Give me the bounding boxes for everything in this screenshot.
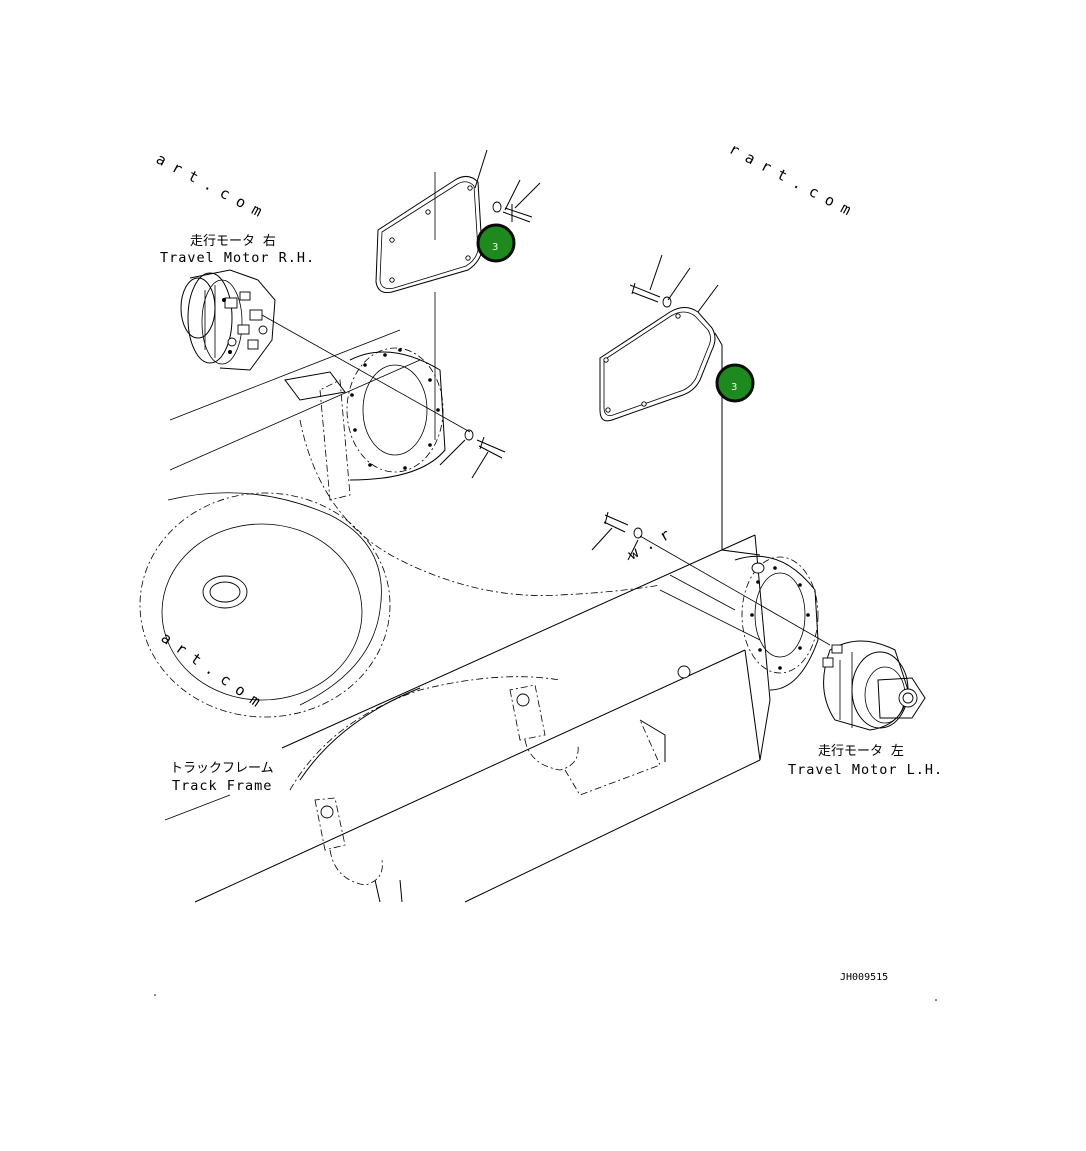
motor-lh-label-en: Travel Motor L.H. (788, 762, 943, 778)
drawing-code: JH009515 (840, 972, 888, 983)
track-frame-label-en: Track Frame (172, 778, 272, 794)
track-frame (139, 329, 819, 903)
callout-number: 3 (731, 382, 737, 393)
bolt-lh-lower (591, 511, 643, 561)
cover-plate-rh (375, 149, 488, 440)
bolt-lh-top (629, 254, 691, 308)
travel-motor-lh (822, 640, 926, 731)
watermark-frame: art.com (158, 629, 272, 716)
bolt-rh-lower (439, 429, 506, 479)
callout-3-top[interactable]: 3 (476, 223, 516, 263)
watermark-left: art.com (153, 150, 273, 225)
travel-motor-rh (180, 269, 276, 371)
track-frame-label-jp: トラックフレーム (170, 761, 274, 776)
motor-rh-label-en: Travel Motor R.H. (160, 250, 315, 266)
bolt-rh-top (492, 179, 541, 223)
motor-lh-label-jp: 走行モータ 左 (818, 744, 904, 759)
watermark-frame-lh: w.r (625, 521, 681, 564)
cover-plate-lh (599, 284, 761, 556)
motor-rh-label-jp: 走行モータ 右 (190, 234, 276, 249)
callout-3-lh[interactable]: 3 (715, 363, 755, 403)
watermark-right: rart.com (726, 140, 862, 224)
callout-number: 3 (492, 242, 498, 253)
